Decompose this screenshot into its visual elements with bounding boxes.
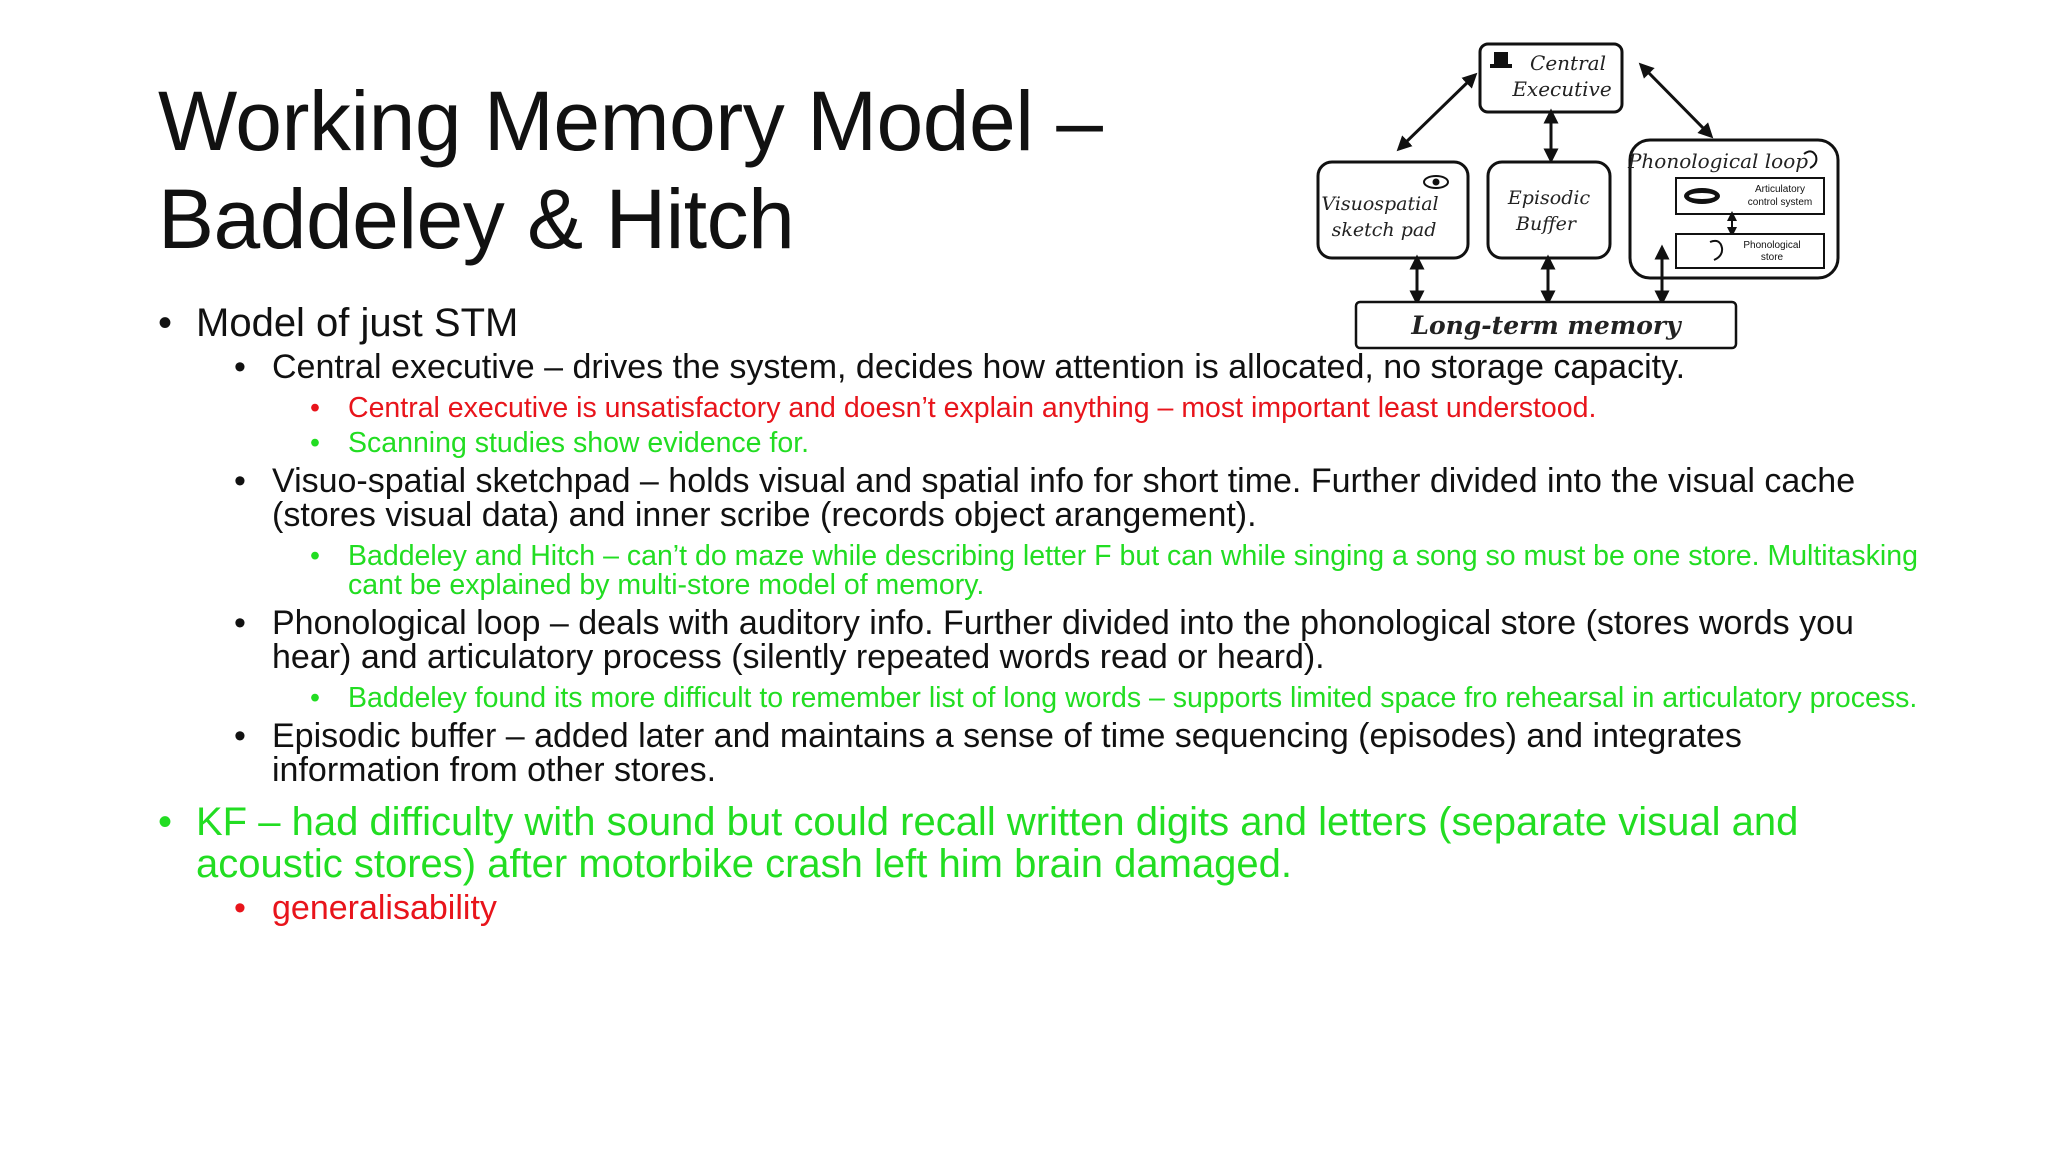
hat-icon bbox=[1490, 52, 1512, 68]
slide-title: Working Memory Model – Baddeley & Hitch bbox=[158, 72, 1258, 268]
phonological-loop-label: Phonological loop bbox=[1627, 149, 1808, 173]
bullet-long-words: • Baddeley found its more difficult to r… bbox=[158, 684, 1918, 713]
bullet-dot: • bbox=[234, 889, 246, 927]
bullet-central-executive: • Central executive – drives the system,… bbox=[158, 350, 1918, 384]
title-line-2: Baddeley & Hitch bbox=[158, 172, 795, 266]
central-executive-label-1: Central bbox=[1530, 51, 1606, 75]
bullet-dot: • bbox=[234, 348, 246, 386]
bullet-text: Visuo-spatial sketchpad – holds visual a… bbox=[272, 462, 1856, 534]
bullet-dot: • bbox=[234, 717, 246, 755]
episodic-label-1: Episodic bbox=[1507, 187, 1591, 209]
bullet-list: • Model of just STM • Central executive … bbox=[158, 302, 1918, 925]
bullet-dot: • bbox=[310, 540, 320, 572]
working-memory-diagram: Central Executive Visuospatial sketch pa… bbox=[1310, 38, 1850, 350]
title-line-1: Working Memory Model – bbox=[158, 74, 1103, 168]
arrow-ce-to-pl bbox=[1638, 62, 1714, 139]
arrow-ce-to-vs bbox=[1396, 72, 1478, 152]
bullet-text: Phonological loop – deals with auditory … bbox=[272, 604, 1854, 676]
bullet-kf-case: • KF – had difficulty with sound but cou… bbox=[158, 801, 1918, 885]
phonological-loop-box: Phonological loop Articulatory control s… bbox=[1627, 138, 1840, 280]
eye-icon bbox=[1423, 175, 1449, 189]
long-term-memory-label: Long-term memory bbox=[1410, 311, 1682, 340]
articulatory-label-1: Articulatory bbox=[1755, 184, 1805, 195]
bullet-text: Episodic buffer – added later and mainta… bbox=[272, 717, 1742, 789]
bullet-dot: • bbox=[234, 462, 246, 500]
bullet-episodic-buffer: • Episodic buffer – added later and main… bbox=[158, 719, 1918, 787]
bullet-text: Baddeley and Hitch – can’t do maze while… bbox=[348, 540, 1918, 601]
bullet-text: Central executive is unsatisfactory and … bbox=[348, 392, 1597, 424]
bullet-baddeley-hitch-maze: • Baddeley and Hitch – can’t do maze whi… bbox=[158, 542, 1918, 600]
bullet-dot: • bbox=[234, 604, 246, 642]
bullet-text: Model of just STM bbox=[196, 301, 519, 345]
visuospatial-box: Visuospatial sketch pad bbox=[1316, 160, 1470, 260]
bullet-dot: • bbox=[310, 427, 320, 459]
ear-icon-top bbox=[1803, 150, 1818, 169]
bullet-text: Central executive – drives the system, d… bbox=[272, 348, 1686, 386]
central-executive-label-2: Executive bbox=[1511, 77, 1611, 101]
mouth-icon bbox=[1684, 188, 1720, 204]
bullet-phonological-loop: • Phonological loop – deals with auditor… bbox=[158, 606, 1918, 674]
bullet-text: Baddeley found its more difficult to rem… bbox=[348, 682, 1918, 714]
bullet-text: KF – had difficulty with sound but could… bbox=[196, 800, 1799, 886]
bullet-generalisability: • generalisability bbox=[158, 891, 1918, 925]
bullet-text: generalisability bbox=[272, 889, 497, 927]
bullet-scanning-studies: • Scanning studies show evidence for. bbox=[158, 429, 1918, 458]
bullet-visuo-spatial: • Visuo-spatial sketchpad – holds visual… bbox=[158, 464, 1918, 532]
bullet-text: Scanning studies show evidence for. bbox=[348, 427, 810, 459]
bullet-dot: • bbox=[310, 682, 320, 714]
episodic-label-2: Buffer bbox=[1515, 213, 1578, 235]
bullet-dot: • bbox=[310, 392, 320, 424]
ear-icon bbox=[1709, 239, 1724, 261]
bullet-model-stm: • Model of just STM bbox=[158, 302, 1918, 344]
bullet-ce-criticism: • Central executive is unsatisfactory an… bbox=[158, 394, 1918, 423]
phon-store-label-2: store bbox=[1761, 252, 1784, 263]
visuospatial-label-2: sketch pad bbox=[1332, 219, 1437, 241]
long-term-memory-box: Long-term memory bbox=[1354, 300, 1738, 350]
articulatory-label-2: control system bbox=[1748, 197, 1812, 208]
visuospatial-label-1: Visuospatial bbox=[1321, 193, 1438, 215]
central-executive-box: Central Executive bbox=[1478, 42, 1624, 114]
episodic-buffer-box: Episodic Buffer bbox=[1486, 160, 1612, 260]
bullet-dot: • bbox=[158, 301, 173, 345]
phon-store-label-1: Phonological bbox=[1743, 240, 1800, 251]
bullet-dot: • bbox=[158, 800, 173, 844]
